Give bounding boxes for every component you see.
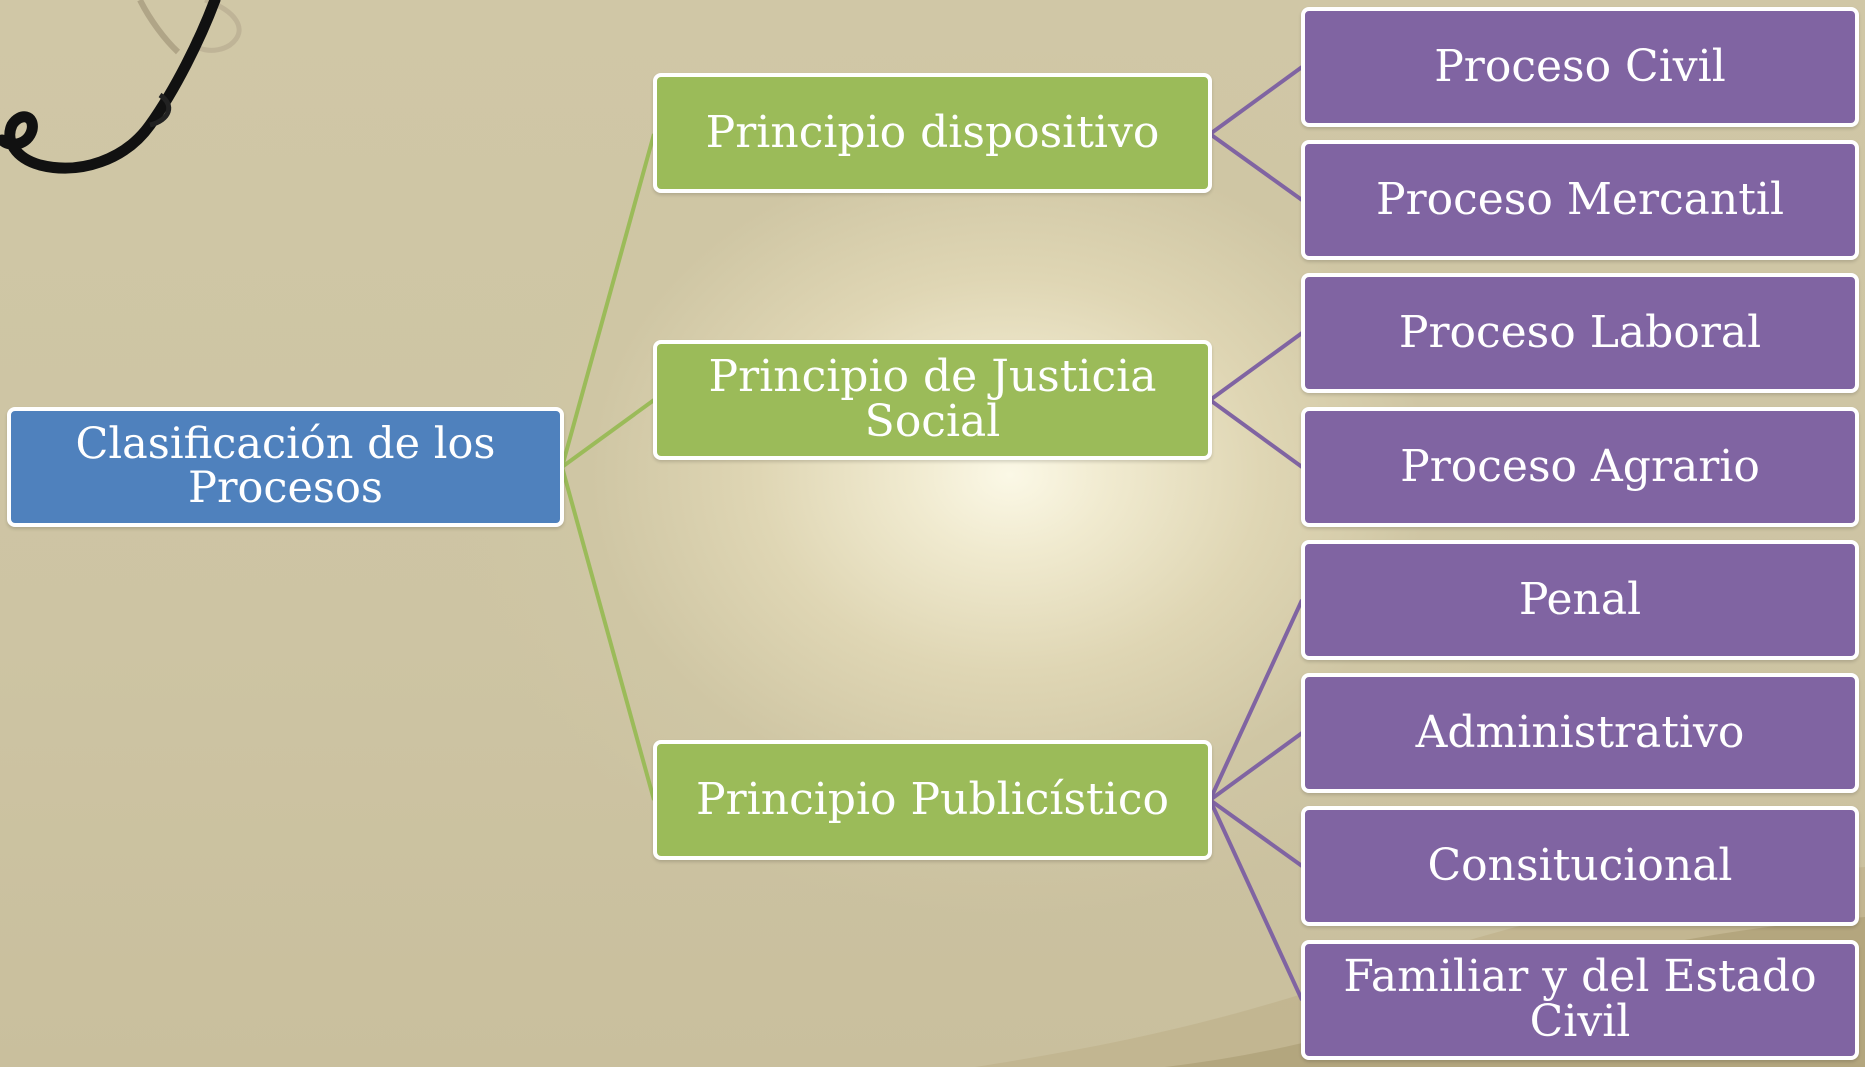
connector-dispositivo-to-civil: [1208, 65, 1304, 136]
principle-label: Principio Publicístico: [696, 773, 1169, 825]
process-node-penal: Penal: [1301, 540, 1859, 660]
process-label: Consitucional: [1427, 839, 1733, 891]
connector-dispositivo-to-mercantil: [1208, 132, 1304, 202]
connector-publicistico-to-penal: [1208, 599, 1304, 801]
process-node-laboral: Proceso Laboral: [1301, 273, 1859, 393]
root-node-label: Clasificación de los Procesos: [75, 419, 496, 513]
principle-node-dispositivo: Principio dispositivo: [653, 73, 1212, 193]
principle-node-justicia-social: Principio de Justicia Social: [653, 340, 1212, 460]
process-label: Penal: [1518, 573, 1642, 625]
process-label: Proceso Civil: [1434, 40, 1726, 92]
process-label: Administrativo: [1415, 706, 1745, 758]
connector-publicistico-to-consitucional: [1208, 798, 1304, 868]
process-node-mercantil: Proceso Mercantil: [1301, 140, 1859, 260]
principle-node-publicistico: Principio Publicístico: [653, 740, 1212, 860]
process-node-familiar: Familiar y del Estado Civil: [1301, 940, 1859, 1060]
process-node-administrativo: Administrativo: [1301, 673, 1859, 793]
connector-justicia-to-agrario: [1208, 398, 1304, 469]
connector-publicistico-to-familiar: [1208, 799, 1304, 1001]
process-label: Proceso Agrario: [1400, 440, 1760, 492]
process-node-civil: Proceso Civil: [1301, 7, 1859, 127]
process-node-agrario: Proceso Agrario: [1301, 407, 1859, 527]
connector-root-to-dispositivo: [560, 133, 656, 468]
process-label: Familiar y del Estado Civil: [1343, 951, 1817, 1047]
connector-root-to-publicistico: [560, 466, 656, 801]
root-node-clasificacion: Clasificación de los Procesos: [7, 407, 564, 527]
principle-label: Principio dispositivo: [705, 106, 1160, 158]
connector-publicistico-to-administrativo: [1208, 731, 1304, 802]
connector-justicia-to-laboral: [1208, 331, 1304, 402]
calligraphy-flourish-icon: [0, 0, 242, 174]
process-label: Proceso Mercantil: [1375, 173, 1785, 225]
connector-root-to-justicia: [560, 398, 656, 469]
process-label: Proceso Laboral: [1398, 306, 1762, 358]
process-node-consitucional: Consitucional: [1301, 806, 1859, 926]
principle-label: Principio de Justicia Social: [708, 351, 1157, 447]
